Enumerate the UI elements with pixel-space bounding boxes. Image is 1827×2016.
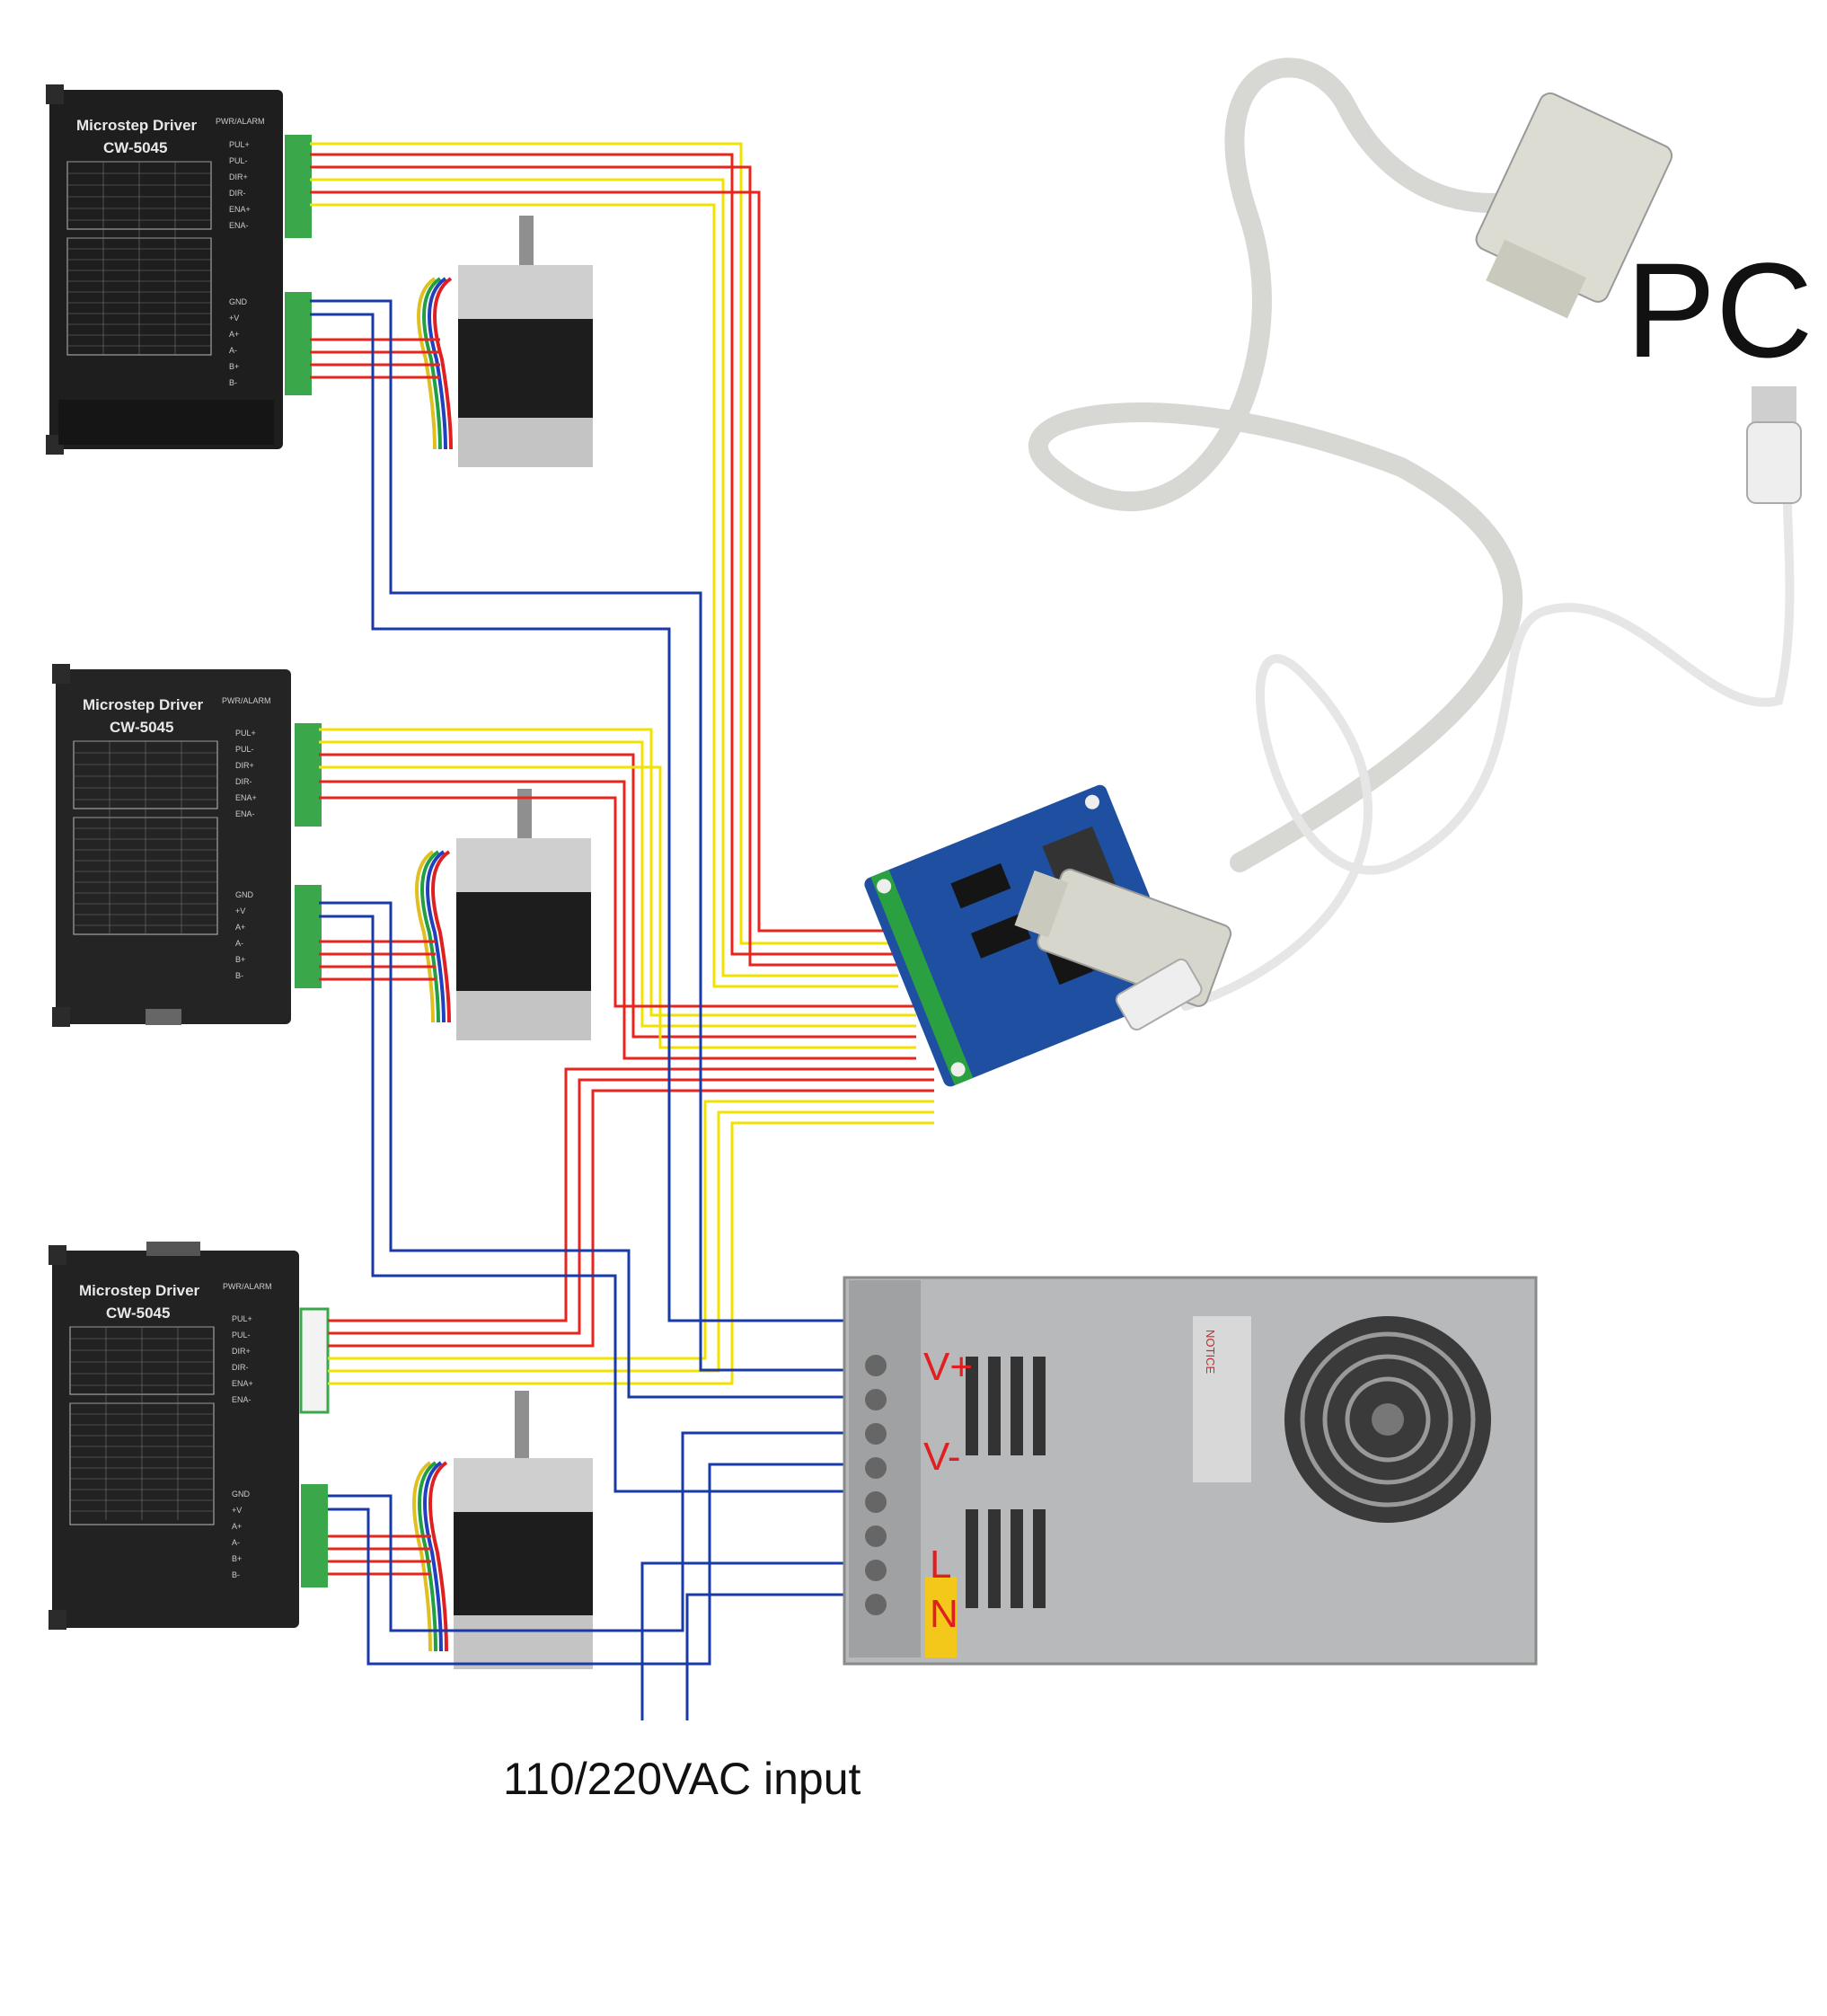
signal-terminal — [295, 723, 322, 827]
psu-vents — [966, 1357, 1046, 1608]
motor-wires — [417, 277, 453, 450]
usb-plug-board — [1115, 958, 1203, 1031]
power-pin-label: B- — [235, 971, 243, 980]
alarm-label: PWR/ALARM — [222, 696, 271, 705]
pc-label: PC — [1626, 234, 1814, 385]
psu-label-v-minus: V- — [923, 1435, 961, 1479]
stepper-driver-3: Microstep Driver CW-5045 PWR/ALARM PUL+ P… — [49, 1242, 330, 1630]
driver-model: CW-5045 — [103, 139, 167, 156]
psu-notice-text: NOTICE — [1204, 1330, 1217, 1374]
signal-pin-label: ENA- — [232, 1395, 252, 1404]
power-wires — [310, 299, 871, 1720]
signal-wires-driver-3 — [328, 1067, 934, 1385]
signal-pin-label: ENA- — [235, 809, 255, 818]
signal-terminal — [299, 1307, 330, 1414]
stepper-driver-1: Microstep Driver CW-5045 PWR/ALARM PUL+ P… — [46, 84, 312, 455]
power-pin-label: GND — [232, 1490, 251, 1499]
signal-pin-label: DIR+ — [235, 761, 254, 770]
signal-pin-label: PUL+ — [229, 140, 250, 149]
power-pin-label: +V — [229, 314, 239, 323]
stepper-motor-3 — [412, 1391, 593, 1669]
signal-pin-label: DIR- — [235, 777, 252, 786]
usb-plug-pc — [1746, 386, 1802, 504]
signal-pin-label: DIR+ — [232, 1347, 251, 1356]
signal-pin-label: PUL+ — [235, 729, 256, 738]
power-pin-label: B- — [232, 1570, 240, 1579]
psu-label-l: L — [930, 1543, 952, 1587]
signal-wires-driver-2 — [319, 728, 916, 1060]
stepper-driver-2: Microstep Driver CW-5045 PWR/ALARM PUL+ P… — [52, 664, 322, 1027]
power-supply: NOTICE — [843, 1276, 1538, 1666]
signal-pin-label: ENA+ — [235, 793, 257, 802]
signal-pin-label: ENA- — [229, 221, 249, 230]
psu-notice-sticker — [1193, 1316, 1251, 1482]
ac-input-label: 110/220VAC input — [503, 1754, 861, 1804]
psu-label-n: N — [930, 1592, 958, 1636]
power-pin-label: B+ — [232, 1554, 242, 1563]
power-pin-label: A+ — [232, 1522, 242, 1531]
power-pin-label: +V — [232, 1506, 242, 1515]
stepper-motor-2 — [415, 789, 591, 1040]
power-pin-label: A+ — [229, 330, 239, 339]
driver-model: CW-5045 — [110, 719, 173, 736]
usb-cable — [1181, 499, 1795, 1011]
power-pin-label: +V — [235, 906, 245, 915]
power-pin-label: B- — [229, 378, 237, 387]
signal-pin-label: ENA+ — [229, 205, 251, 214]
power-terminal — [295, 885, 322, 988]
driver-title: Microstep Driver — [76, 117, 198, 134]
power-pin-label: B+ — [229, 362, 239, 371]
motor-wires-to-drivers — [310, 338, 440, 1576]
driver-title: Microstep Driver — [83, 696, 204, 713]
driver-title: Microstep Driver — [79, 1282, 200, 1299]
power-pin-label: GND — [235, 890, 254, 899]
signal-pin-label: PUL- — [232, 1331, 251, 1340]
power-pin-label: B+ — [235, 955, 245, 964]
signal-pin-label: DIR+ — [229, 172, 248, 181]
ac-warning-sticker — [925, 1577, 957, 1658]
driver-model: CW-5045 — [106, 1304, 170, 1322]
motor-wires — [415, 850, 451, 1023]
signal-pin-label: DIR- — [232, 1363, 249, 1372]
signal-wires-driver-1 — [310, 142, 898, 988]
power-pin-label: A- — [235, 939, 243, 948]
driver-body — [52, 1251, 299, 1628]
signal-pin-label: PUL- — [229, 156, 248, 165]
db25-cable — [1028, 57, 1609, 872]
fan-icon — [1284, 1316, 1491, 1523]
signal-pin-label: PUL- — [235, 745, 254, 754]
power-pin-label: A- — [229, 346, 237, 355]
signal-pin-label: DIR- — [229, 189, 246, 198]
alarm-label: PWR/ALARM — [223, 1282, 272, 1291]
db25-connector-pc — [1475, 92, 1673, 319]
power-pin-label: A- — [232, 1538, 240, 1547]
alarm-label: PWR/ALARM — [216, 117, 265, 126]
driver-body — [49, 90, 283, 449]
motor-wires — [412, 1461, 448, 1652]
signal-pin-label: PUL+ — [232, 1314, 252, 1323]
power-terminal — [285, 292, 312, 395]
signal-terminal — [285, 135, 312, 238]
power-terminal — [301, 1484, 328, 1587]
signal-pin-label: ENA+ — [232, 1379, 253, 1388]
psu-terminals — [865, 1355, 887, 1615]
psu-label-v-plus: V+ — [923, 1345, 974, 1389]
driver-body — [56, 669, 291, 1024]
stepper-motor-1 — [417, 216, 593, 467]
power-pin-label: A+ — [235, 923, 245, 932]
power-pin-label: GND — [229, 297, 248, 306]
